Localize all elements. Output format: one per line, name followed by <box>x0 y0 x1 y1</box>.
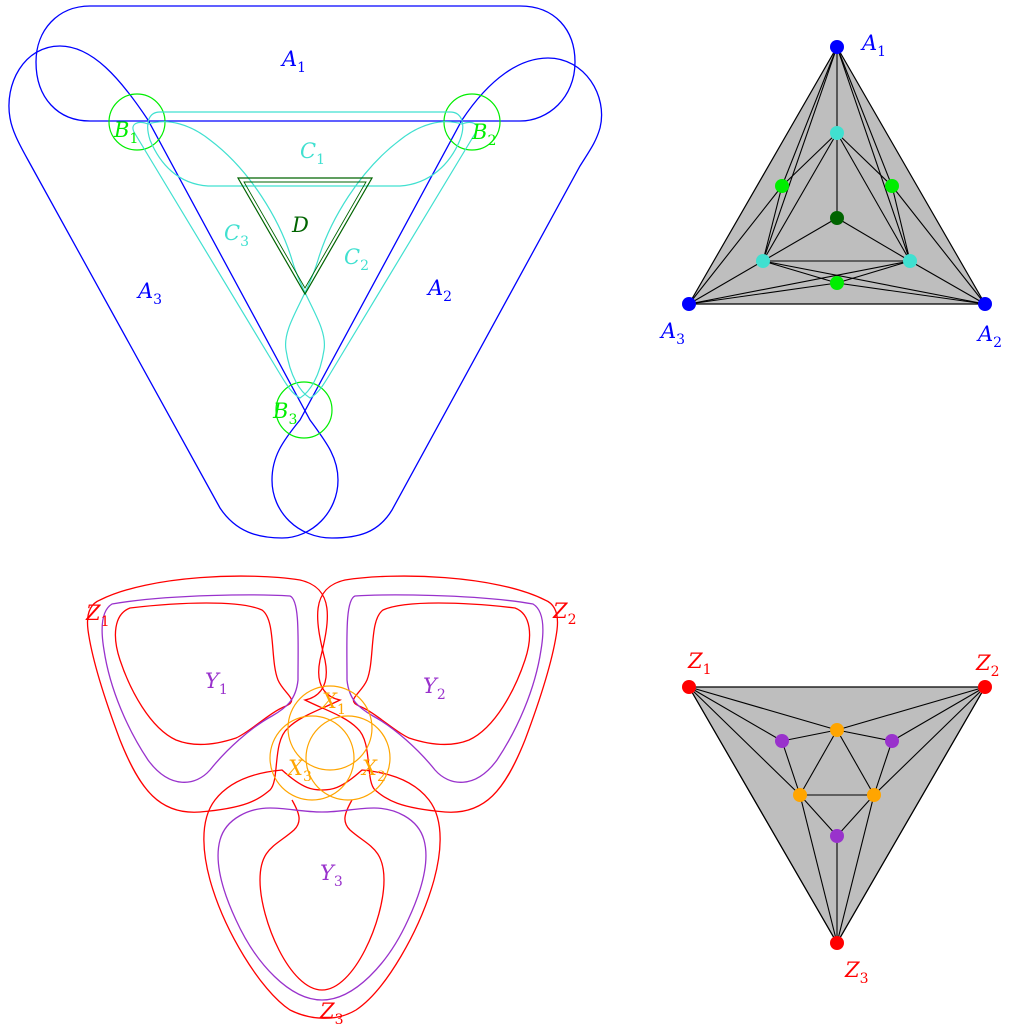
region-a2-curve <box>271 57 603 539</box>
label-z2: Z2 <box>552 599 577 628</box>
region-z3-inner <box>259 799 385 991</box>
label-b3: B3 <box>272 399 297 428</box>
region-b3-circle <box>275 381 333 439</box>
graph-abcd: A1 A2 A3 <box>659 31 1002 351</box>
region-labels-xyz: X1 X2 X3 Y1 Y2 Y3 Z1 Z2 Z3 <box>85 599 577 1028</box>
graph-label-a1: A1 <box>860 31 886 60</box>
label-a3: A3 <box>136 279 162 308</box>
region-x3-circle <box>269 715 355 801</box>
label-x2: X2 <box>360 756 386 785</box>
node-x3 <box>793 788 807 802</box>
region-z1-inner <box>114 602 293 746</box>
node-a3 <box>682 297 696 311</box>
region-a1-curve <box>35 5 576 122</box>
label-a1: A1 <box>280 47 306 76</box>
graph-label-z2: Z2 <box>975 651 1000 680</box>
region-diagram-abcd <box>8 5 603 539</box>
node-z1 <box>682 680 696 694</box>
graph-abcd-nodes <box>682 40 992 311</box>
region-z2-curve <box>303 575 559 813</box>
label-y3: Y3 <box>320 861 343 890</box>
node-x2 <box>867 788 881 802</box>
region-x2-circle <box>305 715 391 801</box>
node-c1 <box>830 126 844 140</box>
region-z2-inner <box>352 602 531 746</box>
node-z2 <box>978 680 992 694</box>
node-b2 <box>885 179 899 193</box>
region-d-triangle <box>236 177 374 296</box>
region-labels-abcd: A1 A2 A3 B1 B2 B3 C1 C2 C3 D <box>113 47 496 428</box>
region-y2-curve <box>346 594 544 783</box>
label-d: D <box>291 213 309 237</box>
label-b1: B1 <box>113 118 138 147</box>
node-d <box>830 211 844 225</box>
label-z3: Z3 <box>319 999 344 1028</box>
region-c2-curve <box>284 121 478 399</box>
node-b1 <box>775 179 789 193</box>
node-a1 <box>830 40 844 54</box>
label-z1: Z1 <box>85 601 110 630</box>
node-x1 <box>830 723 844 737</box>
graph-xyz: Z1 Z2 Z3 <box>682 649 1000 987</box>
node-y3 <box>830 829 844 843</box>
label-c3: C3 <box>224 221 249 250</box>
node-c2 <box>903 254 917 268</box>
node-a2 <box>978 297 992 311</box>
region-x1-circle <box>287 685 373 771</box>
graph-xyz-edges <box>688 686 986 944</box>
graph-xyz-nodes <box>682 680 992 950</box>
graph-abcd-edges <box>688 46 986 305</box>
region-a3-curve <box>8 45 339 539</box>
node-z3 <box>830 936 844 950</box>
region-c1-curve <box>147 111 464 187</box>
label-a2: A2 <box>426 276 452 305</box>
node-y1 <box>775 734 789 748</box>
label-c1: C1 <box>300 139 325 168</box>
graph-label-a3: A3 <box>659 319 685 348</box>
region-z3-curve <box>203 769 441 1019</box>
graph-label-a2: A2 <box>976 322 1002 351</box>
region-y3-curve <box>217 807 427 1001</box>
graph-label-z1: Z1 <box>687 649 712 678</box>
label-b2: B2 <box>471 120 496 149</box>
label-y2: Y2 <box>423 674 446 703</box>
node-b3 <box>830 276 844 290</box>
graph-label-z3: Z3 <box>844 958 869 987</box>
region-z1-curve <box>86 575 342 813</box>
label-c2: C2 <box>344 245 369 274</box>
region-diagram-xyz <box>86 575 559 1019</box>
region-d-triangle-inner <box>243 181 367 289</box>
label-y1: Y1 <box>205 669 228 698</box>
label-x1: X1 <box>320 689 346 718</box>
label-x3: X3 <box>286 756 312 785</box>
node-c3 <box>756 254 770 268</box>
node-y2 <box>885 734 899 748</box>
region-c3-curve <box>132 121 326 399</box>
region-y1-curve <box>101 594 299 783</box>
